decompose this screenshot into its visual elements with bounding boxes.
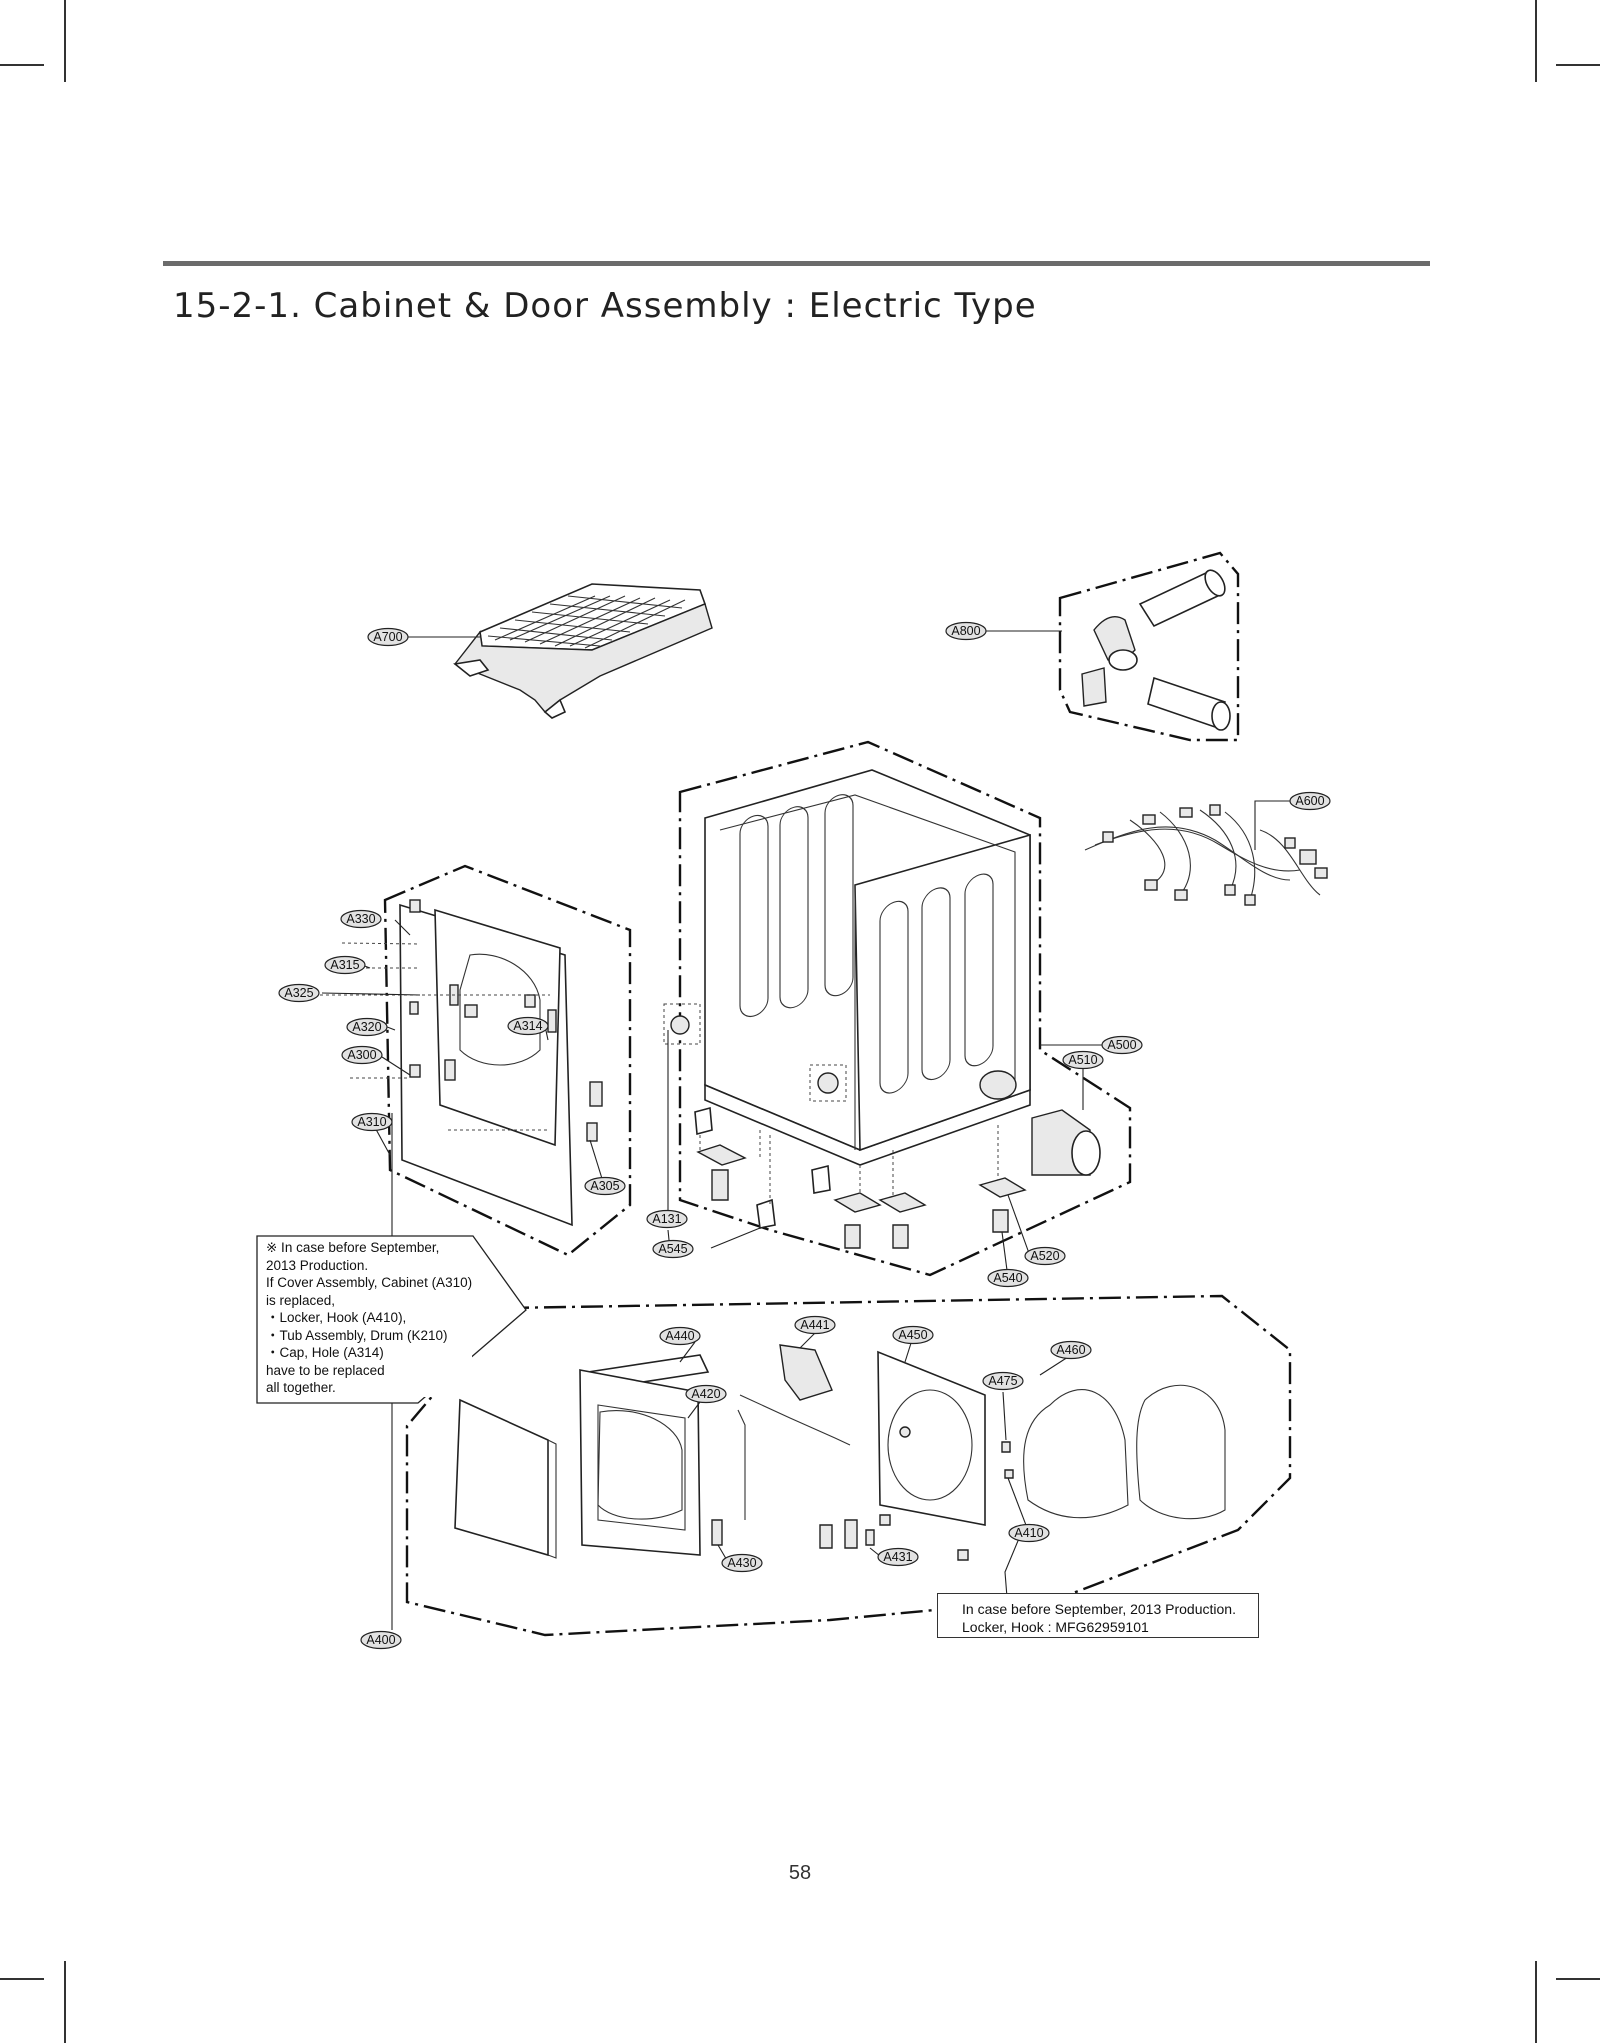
callout-a475: A475 (982, 1371, 1024, 1391)
callout-a330: A330 (340, 909, 382, 929)
svg-text:A430: A430 (727, 1556, 756, 1570)
svg-text:A131: A131 (652, 1212, 681, 1226)
door-part (454, 1344, 1226, 1561)
callout-a520: A520 (1024, 1246, 1066, 1266)
crop-mark (0, 64, 44, 66)
callout-a450: A450 (892, 1325, 934, 1345)
callout-a300: A300 (341, 1045, 383, 1065)
callout-a315: A315 (324, 955, 366, 975)
callout-a800: A800 (945, 621, 987, 641)
svg-text:A315: A315 (330, 958, 359, 972)
title-rule (163, 261, 1430, 266)
page-title: 15-2-1. Cabinet & Door Assembly : Electr… (173, 286, 1037, 326)
callout-a600: A600 (1289, 791, 1331, 811)
svg-text:A300: A300 (347, 1048, 376, 1062)
svg-text:A320: A320 (352, 1020, 381, 1034)
locker-hook-note: In case before September, 2013 Productio… (937, 1593, 1259, 1638)
cabinet-assembly-boundary (678, 740, 1132, 1277)
svg-text:A500: A500 (1107, 1038, 1136, 1052)
crop-mark (1535, 1961, 1537, 2043)
svg-text:A510: A510 (1068, 1053, 1097, 1067)
page-number: 58 (788, 1862, 812, 1884)
callout-a305: A305 (584, 1176, 626, 1196)
callout-a700: A700 (367, 627, 409, 647)
crop-mark (1535, 0, 1537, 82)
svg-text:A800: A800 (951, 624, 980, 638)
crop-mark (0, 1978, 44, 1980)
cabinet-part (663, 769, 1101, 1249)
svg-text:A325: A325 (284, 986, 313, 1000)
crop-mark (64, 0, 66, 82)
svg-text:A460: A460 (1056, 1343, 1085, 1357)
cabinet-replacement-note: ※ In case before September, 2013 Product… (266, 1239, 473, 1397)
callout-a400: A400 (360, 1630, 402, 1650)
svg-text:A700: A700 (373, 630, 402, 644)
cabinet-cover-boundary (383, 864, 632, 1257)
svg-text:A310: A310 (357, 1115, 386, 1129)
svg-text:A330: A330 (346, 912, 375, 926)
callout-a420: A420 (685, 1384, 727, 1404)
svg-text:A600: A600 (1295, 794, 1324, 808)
duct-kit-part (1081, 569, 1231, 731)
svg-text:A420: A420 (691, 1387, 720, 1401)
callout-a320: A320 (346, 1017, 388, 1037)
svg-text:A314: A314 (513, 1019, 542, 1033)
svg-text:A400: A400 (366, 1633, 395, 1647)
crop-mark (1556, 1978, 1600, 1980)
callout-a510: A510 (1062, 1050, 1104, 1070)
callout-a314: A314 (507, 1016, 549, 1036)
svg-text:A545: A545 (658, 1242, 687, 1256)
svg-text:A441: A441 (800, 1318, 829, 1332)
cabinet-cover-part (320, 899, 603, 1227)
callout-a431: A431 (877, 1547, 919, 1567)
callout-a540: A540 (987, 1268, 1029, 1288)
callout-a545: A545 (652, 1239, 694, 1259)
svg-text:A440: A440 (665, 1329, 694, 1343)
svg-text:A431: A431 (883, 1550, 912, 1564)
svg-text:A540: A540 (993, 1271, 1022, 1285)
callout-a500: A500 (1101, 1035, 1143, 1055)
wire-harness-part (1084, 804, 1328, 906)
callout-a460: A460 (1050, 1340, 1092, 1360)
callout-a410: A410 (1008, 1523, 1050, 1543)
crop-mark (1556, 64, 1600, 66)
callout-a441: A441 (794, 1315, 836, 1335)
svg-text:A410: A410 (1014, 1526, 1043, 1540)
duct-kit-boundary (1058, 551, 1240, 742)
callout-a131: A131 (646, 1209, 688, 1229)
callout-a310: A310 (351, 1112, 393, 1132)
callout-a430: A430 (721, 1553, 763, 1573)
svg-text:A305: A305 (590, 1179, 619, 1193)
svg-text:A520: A520 (1030, 1249, 1059, 1263)
svg-text:A475: A475 (988, 1374, 1017, 1388)
svg-text:A450: A450 (898, 1328, 927, 1342)
drying-rack-part (453, 583, 713, 719)
crop-mark (64, 1961, 66, 2043)
callout-a325: A325 (278, 983, 320, 1003)
callout-a440: A440 (659, 1326, 701, 1346)
